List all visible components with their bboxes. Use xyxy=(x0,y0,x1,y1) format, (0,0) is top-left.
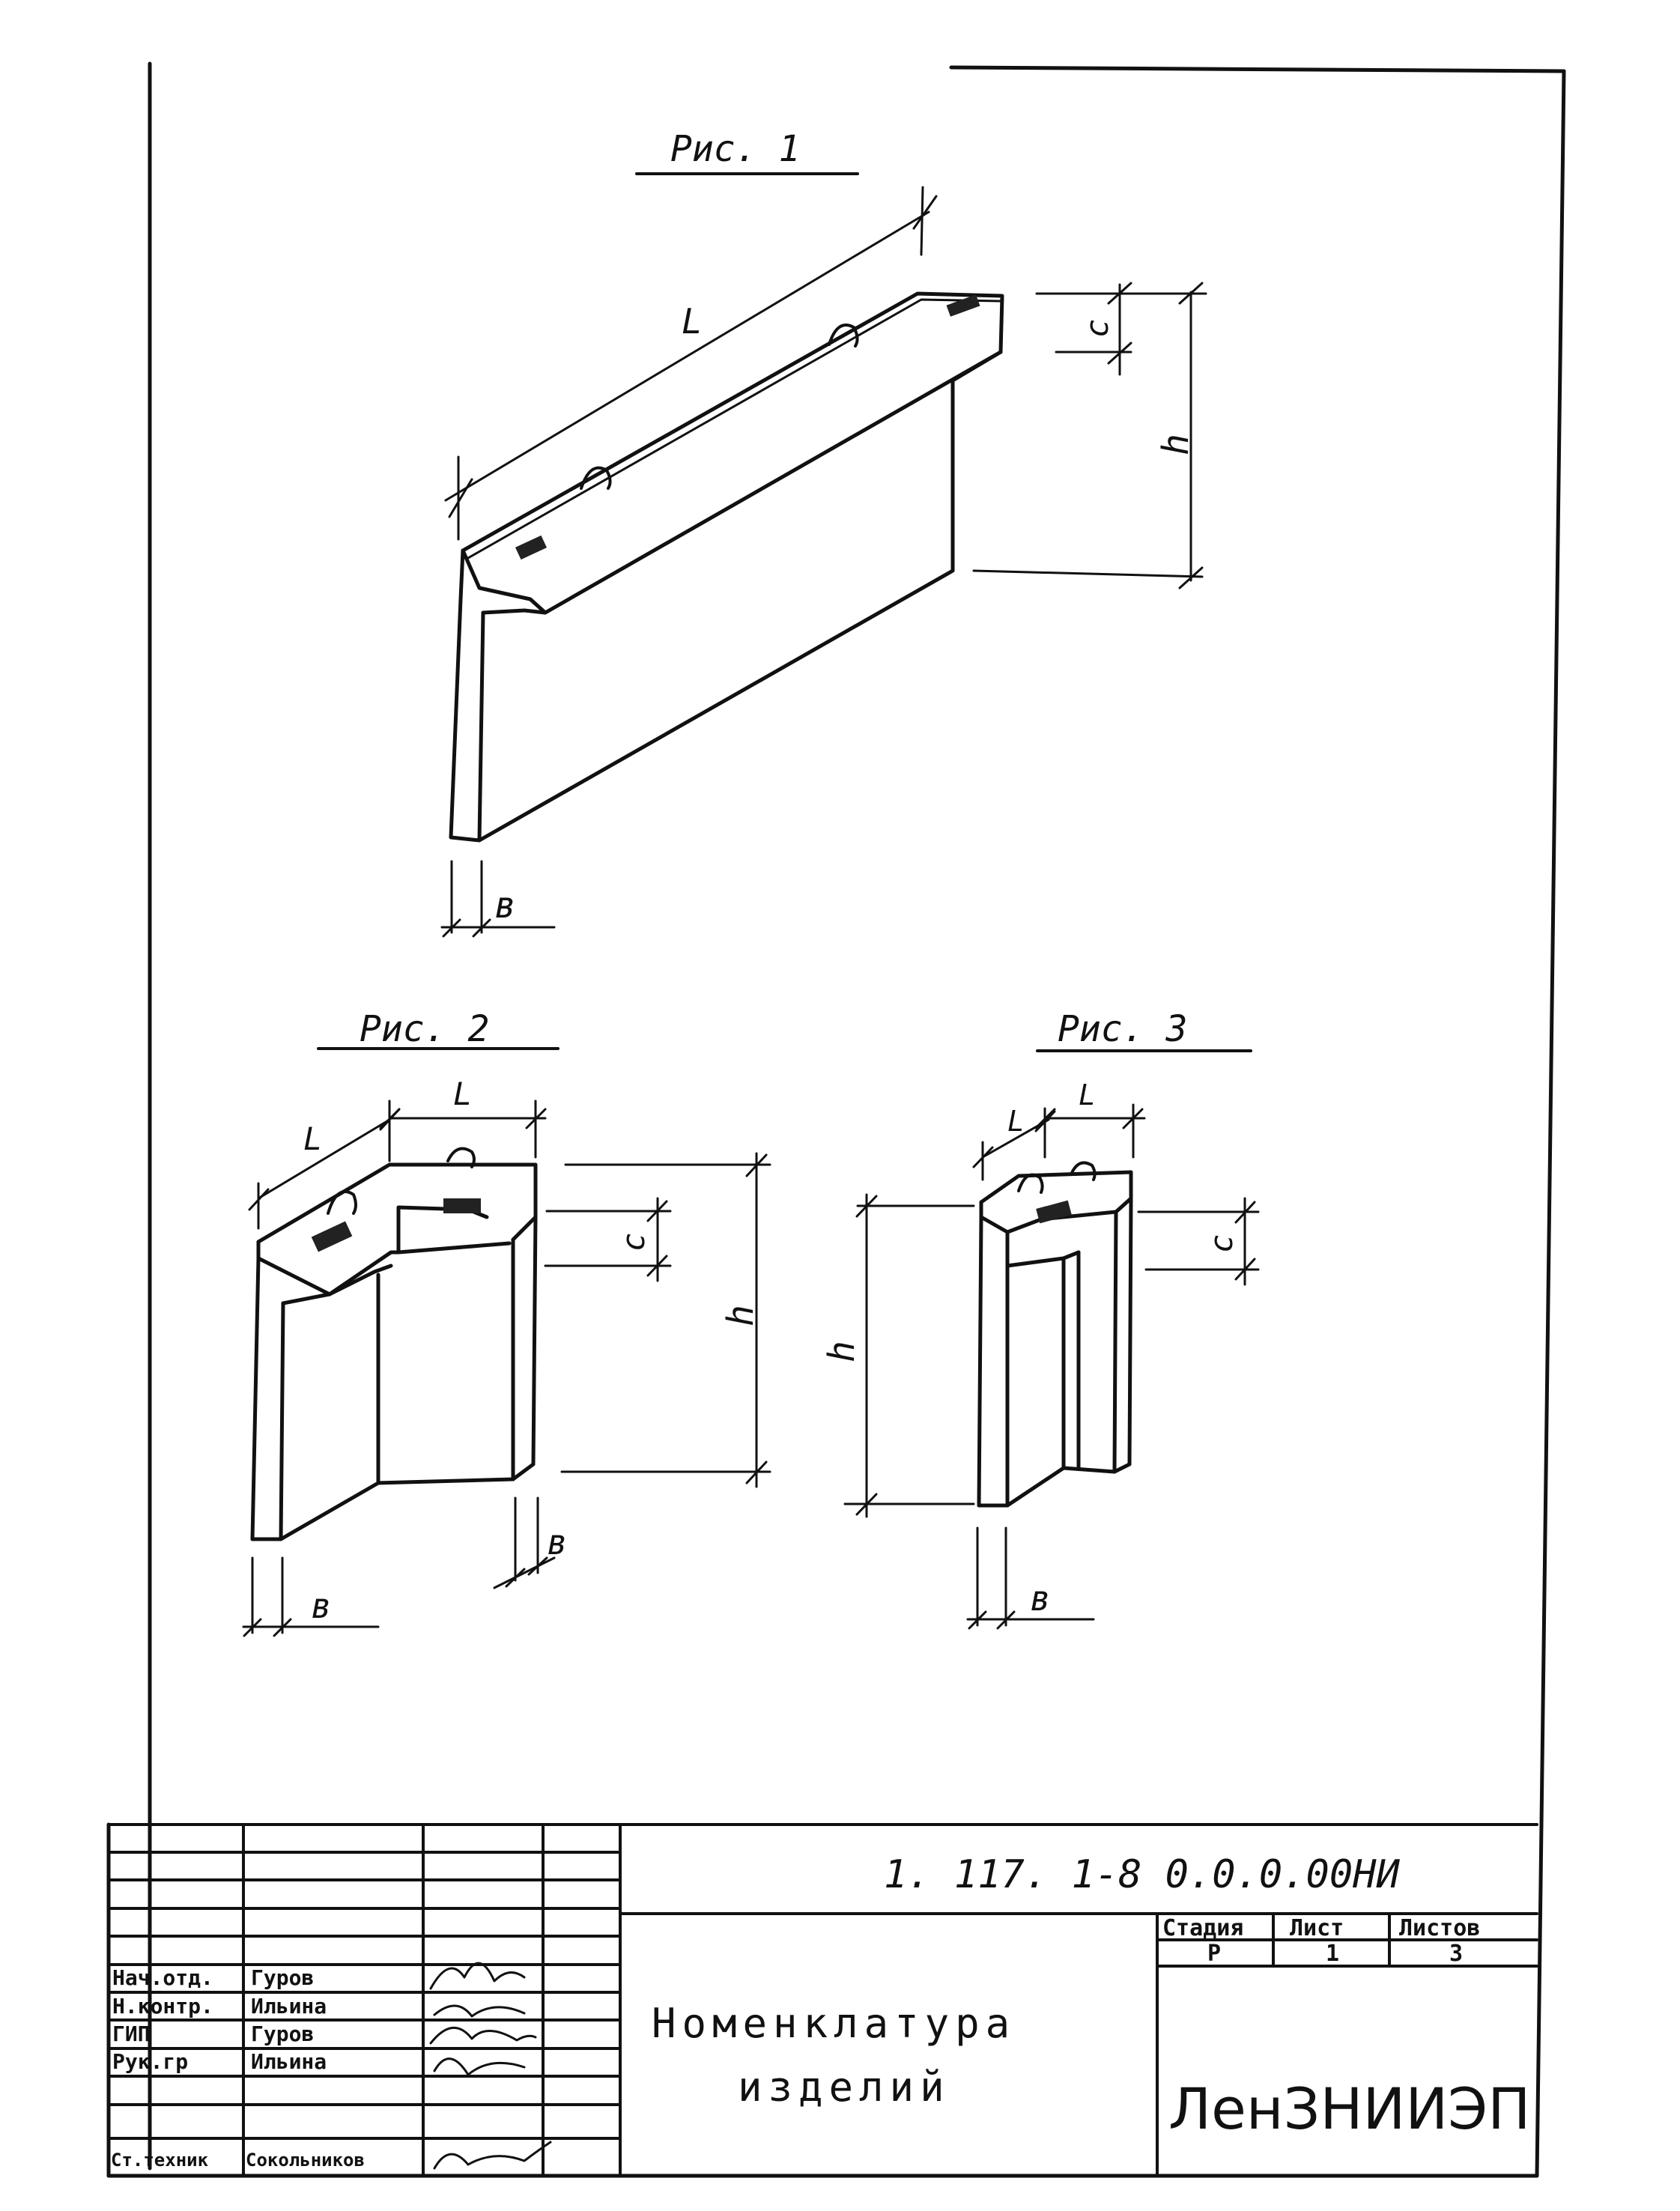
signature-scribbles xyxy=(429,1962,552,2170)
fig3-dim-L2: L xyxy=(1079,1079,1096,1111)
drawing-title-line2: изделий xyxy=(738,2063,950,2111)
fig3-dim-L2-line xyxy=(1034,1103,1146,1159)
stage-header: Стадия xyxy=(1162,1915,1243,1941)
fig2-dim-L1: L xyxy=(303,1120,322,1157)
beam-1 xyxy=(449,291,1004,843)
fig1-caption: Рис. 1 xyxy=(670,128,800,170)
fig1-dim-L-line xyxy=(444,186,938,541)
sig-name-3: Гуров xyxy=(251,2022,314,2046)
fig2-dim-c-line xyxy=(544,1197,672,1282)
fig2-dim-h-line xyxy=(560,1152,771,1488)
fig1-dim-h-line xyxy=(972,282,1204,589)
fig2-dim-b2: в xyxy=(547,1522,568,1562)
title-block: Нач.отд. Гуров Н.контр. Ильина ГИП Гуров… xyxy=(107,1823,1538,2177)
figure-2: Рис. 2 xyxy=(242,1008,771,1637)
sig-name-4: Ильина xyxy=(251,2049,327,2074)
fig1-dim-h: h xyxy=(1155,434,1197,455)
sig-name-2: Ильина xyxy=(251,1994,327,2019)
fig2-dim-h: h xyxy=(720,1305,762,1326)
fig2-dim-b1-line xyxy=(242,1556,380,1637)
fig1-dim-c-line xyxy=(1035,282,1207,376)
title-block-grid xyxy=(107,1823,1538,2177)
sig-role-1: Нач.отд. xyxy=(112,1965,213,1990)
fig2-dim-b2-line xyxy=(493,1496,556,1589)
fig2-dim-L1-line xyxy=(248,1100,401,1230)
fig3-dim-c: c xyxy=(1203,1234,1240,1253)
document-code: 1. 117. 1-8 0.0.0.00НИ xyxy=(884,1852,1400,1897)
fig3-caption: Рис. 3 xyxy=(1058,1008,1187,1050)
fig2-dim-c: c xyxy=(615,1233,652,1252)
figure-3: Рис. 3 xyxy=(821,1008,1260,1630)
sheet-value: 1 xyxy=(1326,1941,1339,1967)
fig3-dim-c-line xyxy=(1137,1197,1260,1286)
fig2-dim-b1: в xyxy=(311,1586,332,1626)
figure-1: Рис. 1 L xyxy=(440,128,1207,938)
stage-value: Р xyxy=(1207,1941,1221,1967)
fig2-dim-L2: L xyxy=(453,1076,472,1112)
fig3-dim-L1: L xyxy=(1007,1105,1025,1138)
sig-role-4: Рук.гр xyxy=(112,2049,188,2074)
fig1-dim-b-line xyxy=(440,860,556,938)
drawing-title-line1: Номенклатура xyxy=(652,2000,1016,2047)
sheet-header: Лист xyxy=(1290,1915,1344,1941)
end-element-3 xyxy=(977,1161,1133,1508)
fig3-dim-b-line xyxy=(966,1526,1095,1630)
fig2-caption: Рис. 2 xyxy=(360,1008,489,1050)
fig3-dim-h-line xyxy=(843,1193,975,1518)
sig-name-1: Гуров xyxy=(251,1965,314,1990)
corner-element-2 xyxy=(250,1147,538,1541)
sig-name-6: Сокольников xyxy=(246,2150,365,2171)
organization-name: ЛенЗНИИЭП xyxy=(1168,2075,1530,2142)
sig-role-3: ГИП xyxy=(112,2022,151,2046)
sig-role-2: Н.контр. xyxy=(112,1994,213,2019)
fig3-dim-h: h xyxy=(821,1341,863,1362)
sheet-frame xyxy=(106,61,1566,2178)
fig2-dim-L2-line xyxy=(379,1100,547,1159)
fig1-dim-L: L xyxy=(682,301,703,342)
sheets-header: Листов xyxy=(1399,1915,1480,1941)
sheets-value: 3 xyxy=(1449,1941,1463,1967)
sig-role-6: Ст.техник xyxy=(111,2150,209,2171)
fig3-dim-b: в xyxy=(1030,1578,1051,1619)
fig1-dim-b: в xyxy=(494,885,516,926)
fig1-dim-c: c xyxy=(1079,319,1115,338)
